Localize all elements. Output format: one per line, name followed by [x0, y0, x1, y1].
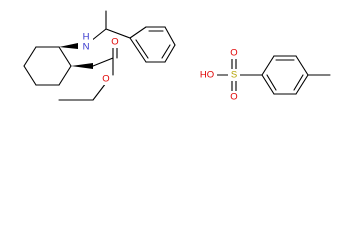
svg-text:O: O [111, 37, 118, 48]
tosic-acid-molecule: S O O HO [199, 48, 331, 103]
sulfonyl-oxygen-bottom-label: O [228, 91, 240, 103]
svg-text:HO: HO [200, 70, 214, 81]
toluene-ring [261, 55, 309, 95]
nitrogen-label: H N [80, 32, 93, 53]
amine-ester-molecule: H N O O [23, 10, 176, 101]
phenyl-ring [129, 26, 176, 63]
sulfur-label: S [228, 69, 240, 81]
svg-text:O: O [230, 92, 237, 103]
n-hydrogen-label: H [83, 32, 90, 43]
cyclohexane-ring [23, 46, 72, 86]
chemical-structure-diagram: H N O O [23, 10, 331, 103]
wedge-bond-ring-to-ester [71, 63, 93, 69]
wedge-bond-ring-to-n [59, 43, 78, 49]
svg-text:O: O [230, 48, 237, 59]
carbonyl-oxygen-label: O [108, 37, 120, 48]
n-atom-label: N [83, 42, 90, 53]
sulfonyl-oxygen-top-label: O [228, 48, 240, 59]
ester-oxygen-label: O [100, 74, 112, 85]
svg-text:O: O [102, 74, 109, 85]
hydroxyl-label: HO [199, 69, 217, 81]
svg-text:S: S [231, 70, 237, 81]
